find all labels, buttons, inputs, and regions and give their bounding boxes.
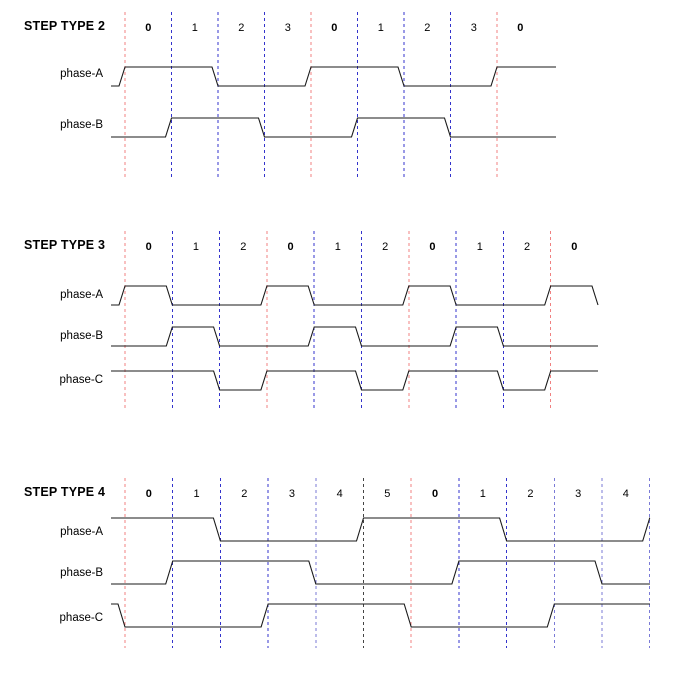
tick-label-0: 0: [145, 22, 151, 34]
section-step-type-4: STEP TYPE 4 0 1 2 3 4 5 0 1 2 3 4 phase-A phase-B phas…: [0, 465, 674, 675]
tick-label-9: 0: [571, 241, 577, 253]
tick-label-5: 1: [378, 22, 384, 34]
tick-label-3: 0: [287, 241, 293, 253]
tick-label-3: 3: [289, 488, 295, 500]
tick-label-5: 2: [382, 241, 388, 253]
tick-label-4: 0: [331, 22, 337, 34]
tick-label-4: 4: [337, 488, 343, 500]
waveform-phase-b: [111, 117, 556, 138]
phase-label-phase-a: phase-A: [60, 289, 103, 301]
tick-label-3: 3: [285, 22, 291, 34]
waveform-canvas: STEP TYPE 2 0 1 2 3 0 1 2 3 0 phase-A phase-B: [24, 12, 556, 178]
waveform-phase-a: [111, 285, 599, 306]
tick-label-7: 1: [477, 241, 483, 253]
tick-label-10: 4: [623, 488, 629, 500]
tick-label-7: 3: [471, 22, 477, 34]
phase-label-phase-b: phase-B: [60, 119, 103, 131]
tick-label-5: 5: [384, 488, 390, 500]
tick-label-1: 1: [193, 241, 199, 253]
waveform-phase-c: [111, 603, 650, 628]
waveform-canvas: STEP TYPE 3 0 1 2 0 1 2 0 1 2 0 phase-A phase-B phase…: [24, 231, 599, 408]
waveform-phase-b: [111, 560, 650, 585]
section-step-type-2: STEP TYPE 2 0 1 2 3 0 1 2 3 0 phase-A phase-B: [0, 0, 674, 200]
phase-label-phase-b: phase-B: [60, 567, 103, 579]
tick-label-8: 2: [527, 488, 533, 500]
tick-label-6: 0: [429, 241, 435, 253]
tick-label-1: 1: [192, 22, 198, 34]
tick-label-8: 2: [524, 241, 530, 253]
section-title: STEP TYPE 3: [24, 238, 105, 252]
section-title: STEP TYPE 4: [24, 485, 105, 499]
waveform-phase-c: [111, 370, 598, 391]
phase-label-phase-c: phase-C: [60, 374, 103, 386]
tick-label-1: 1: [193, 488, 199, 500]
tick-label-8: 0: [517, 22, 523, 34]
phase-label-phase-a: phase-A: [60, 68, 103, 80]
tick-label-2: 2: [238, 22, 244, 34]
phase-label-phase-a: phase-A: [60, 526, 103, 538]
section-step-type-3: STEP TYPE 3 0 1 2 0 1 2 0 1 2 0 phase-A phase-B phase…: [0, 218, 674, 418]
tick-label-7: 1: [480, 488, 486, 500]
phase-label-phase-b: phase-B: [60, 330, 103, 342]
tick-label-6: 2: [424, 22, 430, 34]
waveform-phase-a: [111, 517, 651, 542]
waveform-phase-a: [111, 66, 556, 87]
tick-label-2: 2: [240, 241, 246, 253]
tick-label-6: 0: [432, 488, 438, 500]
waveform-canvas: STEP TYPE 4 0 1 2 3 4 5 0 1 2 3 4 phase-A phase-B phas…: [24, 478, 651, 648]
phase-label-phase-c: phase-C: [60, 612, 103, 624]
tick-label-2: 2: [241, 488, 247, 500]
tick-label-0: 0: [146, 241, 152, 253]
tick-label-9: 3: [575, 488, 581, 500]
section-title: STEP TYPE 2: [24, 19, 105, 33]
tick-label-0: 0: [146, 488, 152, 500]
waveform-phase-b: [111, 326, 598, 347]
tick-label-4: 1: [335, 241, 341, 253]
